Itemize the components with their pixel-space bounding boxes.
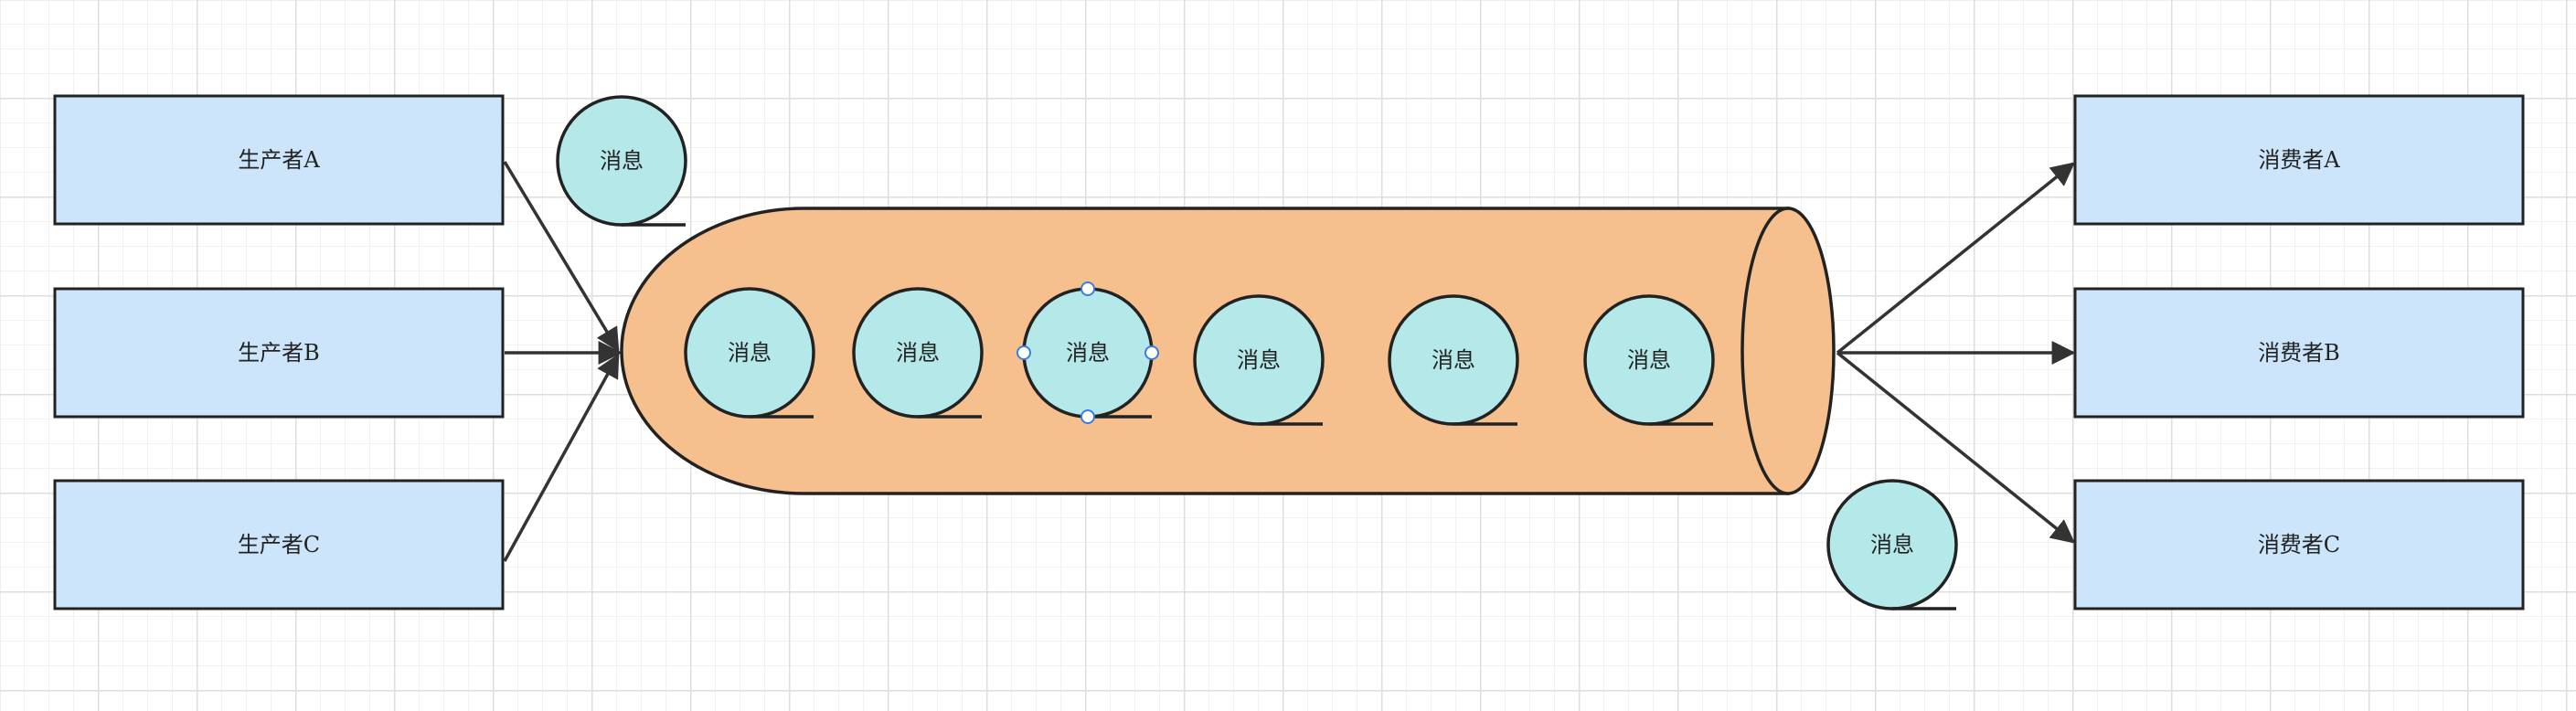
incoming-message-label: 消息	[600, 148, 644, 174]
consumer-c-label: 消费者C	[2258, 532, 2340, 557]
consumer-a-node[interactable]: 消费者A	[2073, 94, 2525, 226]
producer-a-node[interactable]: 生产者A	[53, 94, 505, 226]
selection-handle-bottom[interactable]	[1080, 409, 1095, 424]
outgoing-message[interactable]: 消息	[1826, 479, 1958, 610]
consumer-b-node[interactable]: 消费者B	[2073, 287, 2525, 419]
consumer-b-label: 消费者B	[2258, 340, 2340, 366]
selection-handle-left[interactable]	[1017, 345, 1031, 360]
producer-b-label: 生产者B	[238, 340, 320, 366]
queue-message-6[interactable]: 消息	[1583, 294, 1715, 426]
producer-c-node[interactable]: 生产者C	[53, 479, 505, 610]
producer-b-node[interactable]: 生产者B	[53, 287, 505, 419]
queue-message-5-label: 消息	[1432, 347, 1475, 373]
consumer-a-label: 消费者A	[2258, 147, 2340, 173]
queue-message-4[interactable]: 消息	[1193, 294, 1325, 426]
queue-message-6-label: 消息	[1627, 347, 1671, 373]
selection-handle-top[interactable]	[1080, 281, 1095, 296]
queue-message-5[interactable]: 消息	[1388, 294, 1519, 426]
consumer-c-arrow[interactable]	[1836, 351, 2076, 544]
queue-message-3-label: 消息	[1066, 340, 1110, 366]
producer-a-arrow[interactable]	[503, 161, 620, 353]
consumer-a-arrow[interactable]	[1836, 162, 2076, 355]
queue-message-2[interactable]: 消息	[852, 287, 984, 419]
queue-end-cap	[1740, 207, 1836, 495]
consumer-c-node[interactable]: 消费者C	[2073, 479, 2525, 610]
queue-message-1[interactable]: 消息	[684, 287, 815, 419]
producer-c-arrow[interactable]	[503, 353, 620, 562]
queue-message-1-label: 消息	[728, 340, 772, 366]
queue-message-2-label: 消息	[896, 340, 940, 366]
incoming-message[interactable]: 消息	[556, 95, 687, 227]
outgoing-message-label: 消息	[1870, 532, 1914, 557]
producer-c-label: 生产者C	[238, 532, 320, 557]
queue-message-3-selected[interactable]: 消息	[1017, 281, 1159, 424]
selection-handle-right[interactable]	[1144, 345, 1159, 360]
queue-message-4-label: 消息	[1237, 347, 1281, 373]
producer-a-label: 生产者A	[238, 147, 320, 173]
